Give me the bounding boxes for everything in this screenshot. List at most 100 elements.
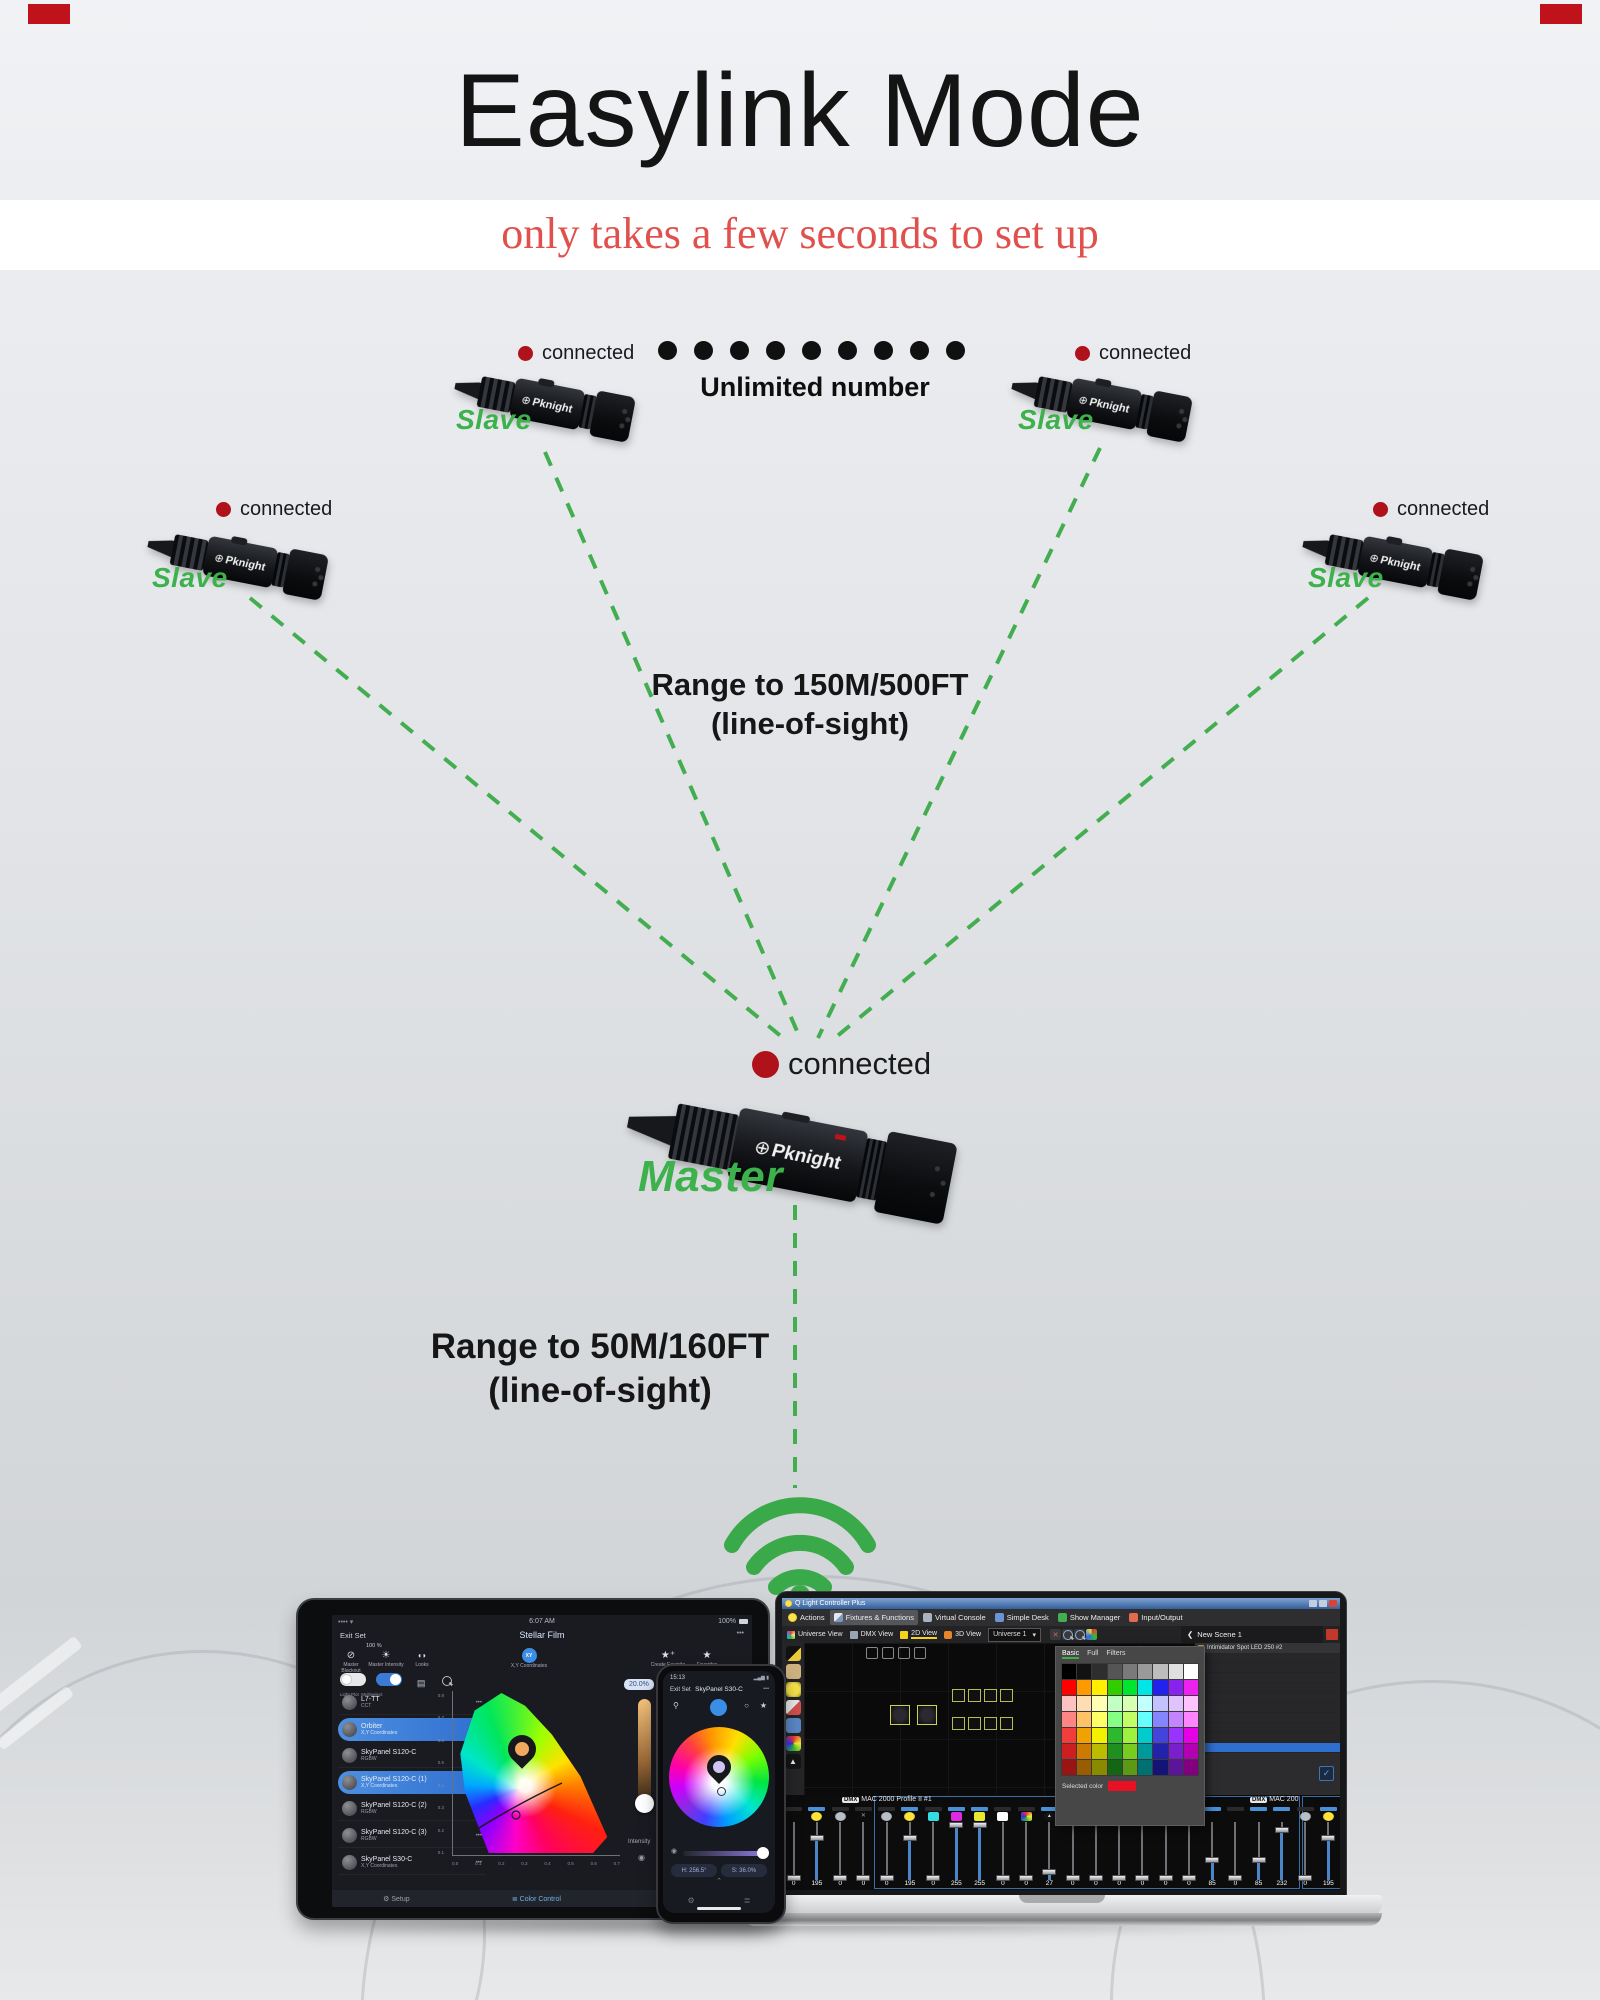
universe-select[interactable]: Universe 1▾ [988, 1627, 1042, 1642]
menu-fixtures-functions[interactable]: Fixtures & Functions [829, 1610, 918, 1625]
close-button[interactable] [1329, 1600, 1337, 1607]
move-tool-icon[interactable] [785, 1718, 801, 1733]
dmx-fader[interactable]: ✕0 [852, 1806, 875, 1890]
palette-cell[interactable] [1138, 1744, 1153, 1759]
fader-knob[interactable] [833, 1874, 848, 1881]
palette-cell[interactable] [1168, 1696, 1183, 1711]
back-button[interactable]: Exit Set [340, 1631, 366, 1640]
palette-cell[interactable] [1183, 1744, 1198, 1759]
view-dmx[interactable]: DMX View [847, 1627, 897, 1642]
dmx-fader[interactable]: 255 [945, 1806, 968, 1890]
more-icon[interactable]: ••• [475, 1859, 482, 1866]
fader-knob[interactable] [1112, 1874, 1127, 1881]
palette-cell[interactable] [1107, 1696, 1122, 1711]
palette-cell[interactable] [1122, 1744, 1138, 1759]
phone-eye-icon[interactable]: ◉ [671, 1848, 678, 1855]
phone-nav-setup[interactable]: ⚙ [687, 1896, 695, 1905]
fader-knob[interactable] [1274, 1827, 1289, 1834]
palette-cell[interactable] [1092, 1712, 1107, 1727]
palette-cell[interactable] [1183, 1728, 1198, 1743]
dmx-fader[interactable]: 0 [875, 1806, 898, 1890]
view-2d[interactable]: 2D View [897, 1627, 940, 1642]
chevron-up-icon[interactable]: ⌃ [716, 1878, 722, 1885]
folder-tool-icon[interactable] [785, 1664, 801, 1679]
panel-row[interactable] [1195, 1733, 1340, 1743]
palette-cell[interactable] [1153, 1728, 1168, 1743]
dmx-fader[interactable]: 0 [829, 1806, 852, 1890]
palette-cell[interactable] [1153, 1712, 1168, 1727]
fader-knob[interactable] [786, 1874, 801, 1881]
enable-checkbox[interactable]: ✓ [1319, 1766, 1334, 1781]
tools-icon[interactable]: ✕ [1050, 1629, 1062, 1640]
fader-knob[interactable] [809, 1834, 824, 1841]
palette-cell[interactable] [1107, 1744, 1122, 1759]
panel-row-selected[interactable] [1195, 1743, 1340, 1753]
palette-cell[interactable] [1153, 1664, 1168, 1679]
palette-cell[interactable] [1138, 1696, 1153, 1711]
dmx-fader[interactable]: 195 [1317, 1806, 1340, 1890]
dmx-fader[interactable]: ▲27 [1038, 1806, 1061, 1890]
palette-cell[interactable] [1122, 1760, 1138, 1775]
maximize-button[interactable] [1319, 1600, 1327, 1607]
palette-cell[interactable] [1107, 1760, 1122, 1775]
back-chevron-icon[interactable]: ❮ [1187, 1630, 1194, 1639]
palette-cell[interactable] [1092, 1760, 1107, 1775]
fader-knob[interactable] [879, 1874, 894, 1881]
phone-slider-knob[interactable] [757, 1847, 769, 1859]
more-menu[interactable]: ••• [736, 1630, 744, 1637]
menu-input-output[interactable]: Input/Output [1125, 1610, 1186, 1625]
color-balls-icon[interactable] [1086, 1629, 1098, 1640]
fader-knob[interactable] [926, 1874, 941, 1881]
fader-knob[interactable] [1088, 1874, 1103, 1881]
gradient-tool-icon[interactable] [785, 1736, 801, 1751]
palette-cell[interactable] [1092, 1664, 1107, 1679]
palette-tool-icon[interactable] [785, 1700, 801, 1715]
list-item[interactable]: SkyPanel S120-C (1)X,Y Coordinates••• [338, 1771, 486, 1794]
palette-cell[interactable] [1107, 1712, 1122, 1727]
fader-knob[interactable] [1158, 1874, 1173, 1881]
hsi-mode-icon[interactable] [710, 1699, 727, 1716]
palette-cell[interactable] [1122, 1712, 1138, 1727]
nav-setup[interactable]: ⚙ Setup [383, 1895, 410, 1903]
palette-cell[interactable] [1062, 1744, 1077, 1759]
fader-knob[interactable] [1019, 1874, 1034, 1881]
minimize-button[interactable] [1309, 1600, 1317, 1607]
record-button[interactable] [1326, 1629, 1338, 1640]
bulb-tool-icon[interactable] [785, 1682, 801, 1697]
hue-pill[interactable]: H: 256.5° [671, 1864, 717, 1877]
fader-knob[interactable] [1321, 1834, 1336, 1841]
selected-fixtures[interactable] [890, 1705, 937, 1725]
fader-knob[interactable] [902, 1834, 917, 1841]
fader-knob[interactable] [1135, 1874, 1150, 1881]
palette-cell[interactable] [1077, 1696, 1092, 1711]
nav-color-control[interactable]: ≣ Color Control [511, 1895, 561, 1903]
dmx-fader[interactable]: 0 [991, 1806, 1014, 1890]
fixture-tree-item[interactable]: Intimidator Spot LED 250 #2 [1195, 1643, 1340, 1653]
palette-cell[interactable] [1138, 1760, 1153, 1775]
fader-knob[interactable] [1181, 1874, 1196, 1881]
palette-cell[interactable] [1122, 1664, 1138, 1679]
dmx-fader[interactable]: 195 [805, 1806, 828, 1890]
dmx-fader[interactable]: 85 [1247, 1806, 1270, 1890]
fixtures-icon[interactable]: ⚲ [673, 1701, 679, 1710]
palette-cell[interactable] [1077, 1680, 1092, 1695]
zoom-in-icon[interactable] [1062, 1629, 1074, 1640]
panel-row[interactable] [1195, 1653, 1340, 1663]
palette-cell[interactable] [1062, 1696, 1077, 1711]
palette-cell[interactable] [1062, 1680, 1077, 1695]
favorites-icon[interactable]: ★ [759, 1701, 767, 1710]
palette-cell[interactable] [1062, 1728, 1077, 1743]
palette-cell[interactable] [1062, 1760, 1077, 1775]
panel-row[interactable] [1195, 1673, 1340, 1683]
dmx-fader[interactable]: 0 [1224, 1806, 1247, 1890]
spotlight-tool-icon[interactable] [785, 1646, 801, 1661]
palette-cell[interactable] [1183, 1664, 1198, 1679]
fader-knob[interactable] [949, 1822, 964, 1829]
control-looks[interactable]: ◖◗Looks [408, 1650, 436, 1668]
panel-row[interactable] [1195, 1663, 1340, 1673]
palette-cell[interactable] [1107, 1664, 1122, 1679]
search-icon[interactable] [441, 1676, 452, 1686]
